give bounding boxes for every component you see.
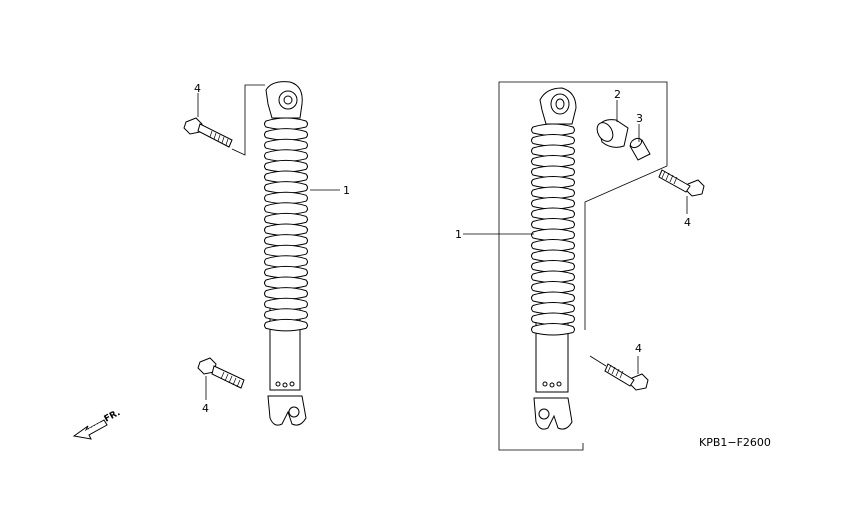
left-leader-lines	[197, 84, 340, 400]
spring-coil	[264, 223, 308, 236]
callout-left-bolt-top: 4	[194, 82, 201, 95]
right-lower-bolt[interactable]	[604, 363, 649, 391]
right-shock-absorber[interactable]	[531, 87, 577, 430]
collar[interactable]	[629, 137, 651, 161]
callout-right-bushing: 2	[614, 88, 621, 101]
spring-coil	[531, 249, 575, 262]
spring-coil	[264, 117, 308, 130]
right-upper-bolt[interactable]	[658, 169, 705, 197]
spring-coil	[531, 176, 575, 189]
spring-coil	[264, 318, 308, 332]
front-label: FR.	[103, 408, 122, 425]
spring-coil	[264, 265, 308, 279]
callout-right-shock: 1	[455, 228, 462, 241]
spring-coil	[531, 218, 575, 231]
spring-coil	[531, 270, 575, 283]
spring-coil	[531, 312, 575, 325]
callout-right-bolt-top: 4	[684, 216, 691, 229]
left-shock-absorber[interactable]	[264, 81, 308, 426]
spring-coil	[264, 149, 308, 162]
right-leader-lines	[463, 100, 688, 374]
callout-left-shock: 1	[343, 184, 350, 197]
spring-coil	[531, 155, 575, 168]
spring-coil	[264, 297, 308, 311]
right-assembly-outline	[498, 81, 668, 451]
spring-coil	[531, 281, 575, 294]
spring-coil	[264, 159, 308, 173]
spring-coil	[264, 202, 308, 215]
spring-coil	[531, 207, 575, 220]
spring-coil	[264, 308, 308, 321]
callout-right-bolt-bottom: 4	[635, 342, 642, 355]
spring-coil	[531, 134, 575, 147]
spring-coil	[264, 138, 308, 152]
spring-coil	[264, 181, 308, 194]
spring-coil	[531, 144, 575, 157]
spring-coil	[264, 244, 308, 258]
spring-coil	[531, 302, 575, 315]
spring-coil	[531, 197, 575, 210]
diagram-code: KPB1−F2600	[699, 436, 771, 449]
spring-coil	[531, 323, 575, 336]
spring-coil	[531, 123, 575, 136]
spring-coil	[531, 260, 575, 273]
spring-coil	[264, 212, 308, 226]
spring-coil	[264, 287, 308, 300]
spring-coil	[531, 239, 575, 252]
left-upper-bolt[interactable]	[183, 117, 233, 148]
spring-coil	[264, 234, 308, 247]
spring-coil	[531, 186, 575, 199]
spring-coil	[531, 165, 575, 178]
left-lower-bolt[interactable]	[197, 357, 245, 389]
spring-coil	[264, 255, 308, 268]
rubber-bushing[interactable]	[594, 119, 629, 148]
spring-coil	[531, 228, 575, 241]
callout-left-bolt-bottom: 4	[202, 402, 209, 415]
spring-coil	[264, 276, 308, 289]
spring-coil	[264, 191, 308, 205]
spring-coil	[264, 170, 308, 183]
spring-coil	[531, 291, 575, 304]
callout-right-collar: 3	[636, 112, 643, 125]
spring-coil	[264, 128, 308, 141]
front-direction-arrow	[72, 419, 108, 440]
